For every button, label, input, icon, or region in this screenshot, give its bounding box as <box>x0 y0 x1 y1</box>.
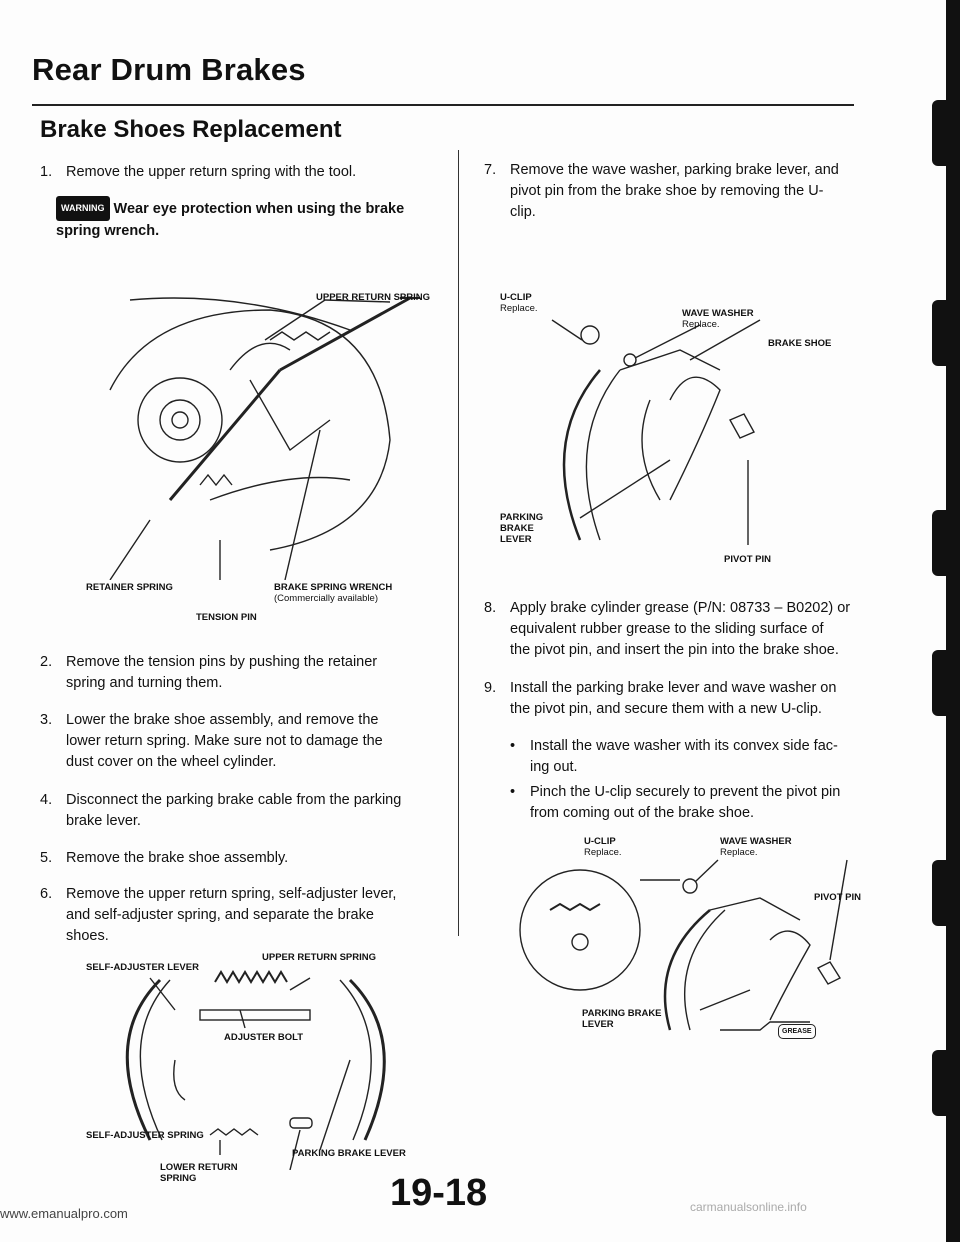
footer-url[interactable]: www.emanualpro.com <box>0 1206 128 1221</box>
label-wave-washer: WAVE WASHER Replace. <box>682 308 754 330</box>
bullet-1: • Install the wave washer with its conve… <box>510 738 838 775</box>
label-retainer-spring: RETAINER SPRING <box>86 582 173 593</box>
figure-uclip-install <box>519 859 848 1031</box>
edge-bar <box>946 0 960 1242</box>
label-brake-shoe: BRAKE SHOE <box>768 338 832 349</box>
column-divider <box>458 150 459 936</box>
label-upper-return-spring: UPPER RETURN SPRING <box>316 292 431 303</box>
label-tension-pin: TENSION PIN <box>196 612 257 623</box>
warning-badge: WARNING <box>56 196 110 221</box>
label-uclip-2: U-CLIP Replace. <box>584 836 622 858</box>
figure-uclip-removal <box>551 319 761 545</box>
step-1: 1. Remove the upper return spring with t… <box>40 164 357 180</box>
label-upper-return-spring-2: UPPER RETURN SPRING <box>262 952 377 963</box>
label-brake-spring-wrench: BRAKE SPRING WRENCH (Commercially availa… <box>274 582 393 604</box>
edge-tab <box>932 650 946 716</box>
step-3: 3. Lower the brake shoe assembly, and re… <box>40 712 383 770</box>
label-parking-brake-lever: PARKING BRAKE LEVER <box>292 1148 406 1159</box>
page-title: Rear Drum Brakes <box>32 52 306 87</box>
grease-symbol: GREASE <box>778 1024 816 1039</box>
step-9: 9. Install the parking brake lever and w… <box>484 680 837 717</box>
step-4: 4. Disconnect the parking brake cable fr… <box>40 792 402 829</box>
header-rule <box>32 104 854 106</box>
label-pivot-pin-2: PIVOT PIN <box>814 892 861 903</box>
label-wave-washer-2: WAVE WASHER Replace. <box>720 836 792 858</box>
step-8: 8. Apply brake cylinder grease (P/N: 087… <box>484 600 851 658</box>
label-self-adjuster-lever: SELF-ADJUSTER LEVER <box>86 962 199 973</box>
edge-tab <box>932 1050 946 1116</box>
step-5: 5. Remove the brake shoe assembly. <box>40 850 289 866</box>
edge-tab <box>932 100 946 166</box>
step-6: 6. Remove the upper return spring, self-… <box>40 886 397 944</box>
step-7: 7. Remove the wave washer, parking brake… <box>484 162 839 220</box>
edge-tab <box>932 510 946 576</box>
edge-tab <box>932 860 946 926</box>
label-adjuster-bolt: ADJUSTER BOLT <box>224 1032 303 1043</box>
label-pivot-pin: PIVOT PIN <box>724 554 771 565</box>
bullet-2: • Pinch the U-clip securely to prevent t… <box>510 784 841 821</box>
section-subtitle: Brake Shoes Replacement <box>40 116 342 143</box>
label-lower-return-spring: LOWER RETURN SPRING <box>160 1162 238 1184</box>
label-uclip: U-CLIP Replace. <box>500 292 538 314</box>
warning-block: WARNING Wear eye protection when using t… <box>56 196 446 242</box>
edge-tab <box>932 300 946 366</box>
warning-text: Wear eye protection when using the brake… <box>56 201 405 239</box>
figure-spring-removal <box>109 296 420 580</box>
label-parking-brake-lever-4: PARKING BRAKE LEVER <box>582 1008 662 1030</box>
label-parking-brake-lever-3: PARKING BRAKE LEVER <box>500 512 544 545</box>
label-self-adjuster-spring: SELF-ADJUSTER SPRING <box>86 1130 204 1141</box>
page-number: 19-18 <box>390 1172 488 1214</box>
watermark: carmanualsonline.info <box>690 1200 807 1214</box>
figure-brake-shoes <box>125 970 386 1170</box>
step-2: 2. Remove the tension pins by pushing th… <box>40 654 378 691</box>
